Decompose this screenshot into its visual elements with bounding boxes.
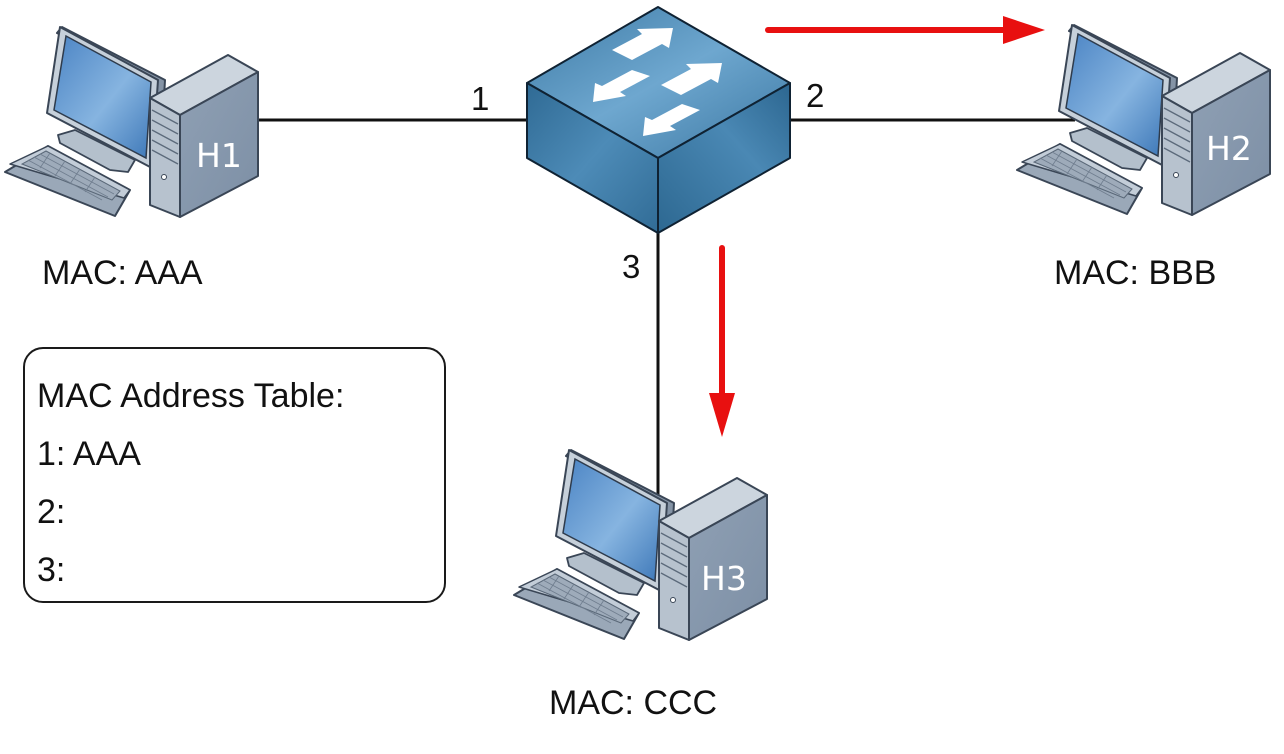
mac-table-title: MAC Address Table: bbox=[37, 377, 345, 415]
mac-label-h1: MAC: AAA bbox=[42, 254, 203, 292]
host-h3: H3 bbox=[513, 449, 768, 641]
host-name-h1: H1 bbox=[196, 136, 242, 175]
flood-arrow-right bbox=[765, 16, 1045, 44]
host-name-h2: H2 bbox=[1206, 129, 1252, 168]
switch-icon bbox=[526, 6, 791, 234]
host-name-h3: H3 bbox=[701, 559, 747, 598]
mac-table-row: 3: bbox=[37, 551, 66, 589]
mac-address-table: MAC Address Table: 1: AAA 2: 3: bbox=[23, 347, 446, 603]
host-h1: H1 bbox=[4, 26, 259, 218]
computer-icon bbox=[4, 26, 259, 218]
switch-arrows-icon bbox=[593, 28, 722, 136]
port-label-2: 2 bbox=[806, 77, 824, 114]
mac-table-row: 1: AAA bbox=[37, 435, 141, 473]
mac-table-row: 2: bbox=[37, 493, 66, 531]
mac-label-h3: MAC: CCC bbox=[549, 684, 717, 722]
computer-icon bbox=[513, 449, 768, 641]
port-label-3: 3 bbox=[622, 248, 640, 285]
flood-arrow-down bbox=[709, 245, 735, 437]
mac-label-h2: MAC: BBB bbox=[1054, 254, 1216, 292]
host-h2: H2 bbox=[1016, 24, 1271, 216]
port-label-1: 1 bbox=[471, 80, 489, 117]
